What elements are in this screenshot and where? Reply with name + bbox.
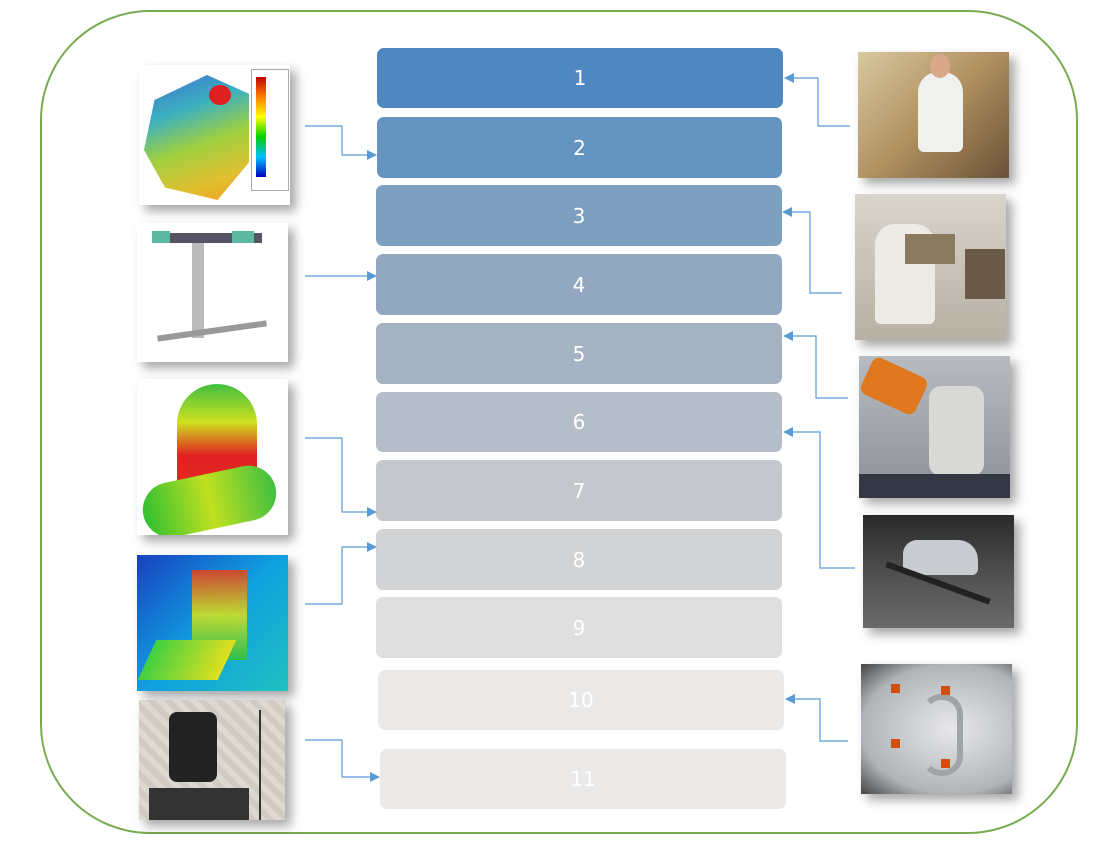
diagram-frame	[40, 10, 1078, 834]
pressure-map-image	[139, 65, 290, 205]
occupant-in-car-image	[858, 52, 1009, 178]
step-box-10: 10	[378, 670, 784, 730]
arrow-acoustic-to-11	[305, 739, 380, 782]
arrow-shaker-to-6	[783, 427, 855, 569]
arrow-foam-to-10	[785, 694, 848, 742]
vehicle-shaker-platform-image	[863, 515, 1014, 628]
arrow-pressure-map-to-2	[305, 125, 377, 160]
step-label: 7	[572, 478, 586, 503]
arrow-occupant-to-1	[784, 73, 850, 127]
arrow-thermal-to-8	[305, 542, 377, 605]
seat-fea-contour-image	[137, 379, 288, 535]
seat-dummy-image	[855, 194, 1006, 340]
step-box-3: 3	[376, 185, 782, 246]
seat-foam-sensors-image	[861, 664, 1012, 794]
step-label: 6	[572, 410, 586, 434]
step-label: 8	[572, 547, 586, 572]
step-label: 1	[573, 66, 587, 90]
step-label: 2	[573, 135, 586, 160]
step-label: 4	[572, 272, 586, 297]
step-box-7: 7	[376, 460, 782, 521]
arrow-dummy-to-3	[782, 207, 842, 294]
step-label: 3	[572, 203, 586, 228]
thermal-seat-image	[137, 555, 288, 691]
robot-seat-test-image	[859, 356, 1010, 498]
step-label: 5	[572, 341, 586, 366]
step-box-5: 5	[376, 323, 782, 384]
step-box-9: 9	[376, 597, 782, 658]
step-box-6: 6	[376, 392, 782, 452]
arrow-fea-to-7	[305, 437, 377, 517]
step-label: 9	[572, 615, 586, 640]
seat-test-stand-image	[137, 223, 288, 362]
step-label: 11	[570, 767, 596, 791]
step-box-1: 1	[377, 48, 783, 108]
acoustic-seat-room-image	[139, 700, 285, 820]
step-box-8: 8	[376, 529, 782, 590]
step-label: 10	[568, 688, 594, 712]
step-box-11: 11	[380, 749, 786, 809]
step-box-4: 4	[376, 254, 782, 315]
arrow-robot-to-5	[783, 331, 848, 399]
step-box-2: 2	[377, 117, 782, 178]
